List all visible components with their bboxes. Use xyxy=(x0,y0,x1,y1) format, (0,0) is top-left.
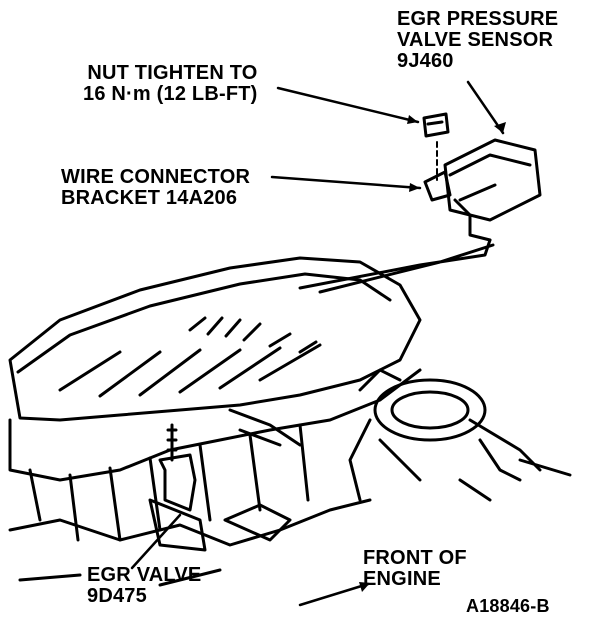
leader-egr-valve xyxy=(130,513,182,570)
throttle-mounting xyxy=(348,368,422,502)
leader-bracket xyxy=(270,175,422,190)
plenum-ribs xyxy=(58,343,322,398)
arrowhead-nut xyxy=(407,115,418,124)
egr-tube xyxy=(228,408,302,447)
leader-egr-sensor xyxy=(466,80,505,135)
plenum-lettering xyxy=(188,316,318,354)
vacuum-hose xyxy=(298,238,495,294)
egr-pressure-sensor xyxy=(443,138,542,222)
intake-manifold xyxy=(8,368,422,482)
egr-pressure-sensor-label: EGR PRESSURE VALVE SENSOR 9J460 xyxy=(397,8,559,72)
sensor-connector xyxy=(453,198,492,242)
throttle-body xyxy=(373,378,487,442)
manifold-runners xyxy=(28,423,310,542)
leader-nut xyxy=(276,86,420,124)
arrowhead-front xyxy=(359,582,370,592)
arrowhead-bracket xyxy=(409,183,420,192)
intake-plenum xyxy=(8,256,422,422)
nut-label: NUT TIGHTEN TO 16 N·m (12 LB-FT) xyxy=(83,62,258,105)
egr-valve-stud xyxy=(166,423,178,462)
arrowhead-egr-sensor xyxy=(494,122,506,133)
wire-connector-bracket xyxy=(423,170,452,202)
bracket-label: WIRE CONNECTOR BRACKET 14A206 xyxy=(61,166,251,209)
front-of-engine-label: FRONT OF ENGINE xyxy=(363,547,467,590)
egr-valve-body xyxy=(148,453,207,552)
front-of-engine-arrow xyxy=(298,582,370,607)
lower-engine-detail xyxy=(8,498,372,587)
egr-valve-label: EGR VALVE 9D475 xyxy=(87,564,202,607)
bracket-detail xyxy=(223,503,292,542)
figure-id: A18846-B xyxy=(466,596,550,616)
nut xyxy=(422,112,450,138)
throttle-linkage xyxy=(458,418,572,502)
plenum-top-edge xyxy=(16,272,392,374)
